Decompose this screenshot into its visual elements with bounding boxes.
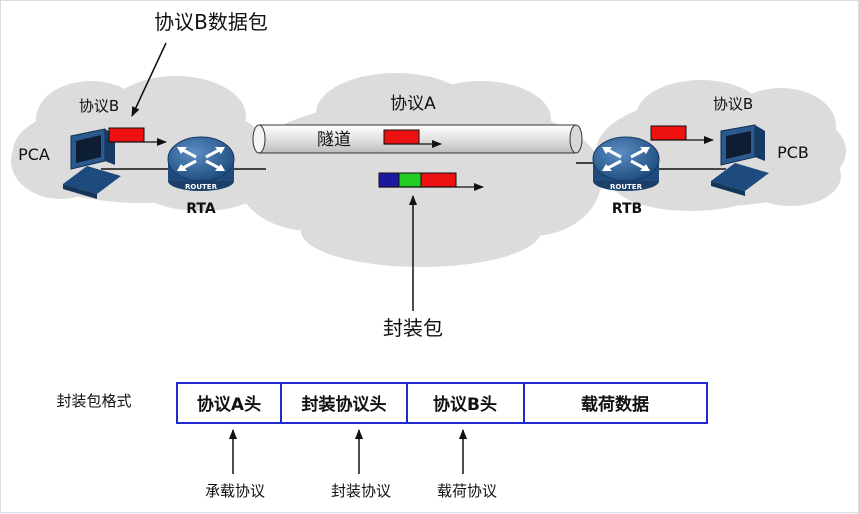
tunnel-packet bbox=[383, 129, 442, 148]
packet-b-pointer-arrow bbox=[131, 42, 167, 117]
pca-computer-icon bbox=[63, 128, 121, 199]
pcb-computer-icon bbox=[711, 124, 769, 196]
packet-b-label: 协议B数据包 bbox=[154, 10, 268, 34]
rta-router-badge: ROUTER bbox=[185, 183, 218, 191]
right-packet bbox=[650, 125, 714, 144]
cloud-right-label: 协议B bbox=[713, 95, 753, 113]
format-field: 协议B头 bbox=[433, 394, 497, 415]
rta-label: RTA bbox=[186, 201, 216, 217]
format-note: 载荷协议 bbox=[437, 482, 497, 500]
rtb-router-badge: ROUTER bbox=[610, 183, 643, 191]
cloud-center-label: 协议A bbox=[390, 94, 436, 114]
left-packet bbox=[108, 127, 167, 146]
format-note: 封装协议 bbox=[331, 482, 391, 500]
pcb-label: PCB bbox=[777, 143, 809, 162]
tunnel-label: 隧道 bbox=[317, 130, 351, 150]
format-field: 载荷数据 bbox=[581, 394, 649, 415]
format-field: 封装协议头 bbox=[302, 394, 387, 415]
format-field: 协议A头 bbox=[197, 394, 261, 415]
rta-router-icon: ROUTER bbox=[167, 136, 235, 191]
cloud-left-label: 协议B bbox=[79, 97, 119, 115]
pca-label: PCA bbox=[18, 145, 50, 164]
encapsulated-packet bbox=[378, 172, 484, 191]
format-note: 承载协议 bbox=[205, 482, 265, 500]
format-title: 封装包格式 bbox=[56, 392, 131, 410]
rtb-router-icon: ROUTER bbox=[592, 136, 660, 191]
rtb-label: RTB bbox=[612, 201, 642, 217]
format-bar bbox=[176, 382, 708, 424]
encap-packet-label: 封装包 bbox=[383, 316, 443, 340]
